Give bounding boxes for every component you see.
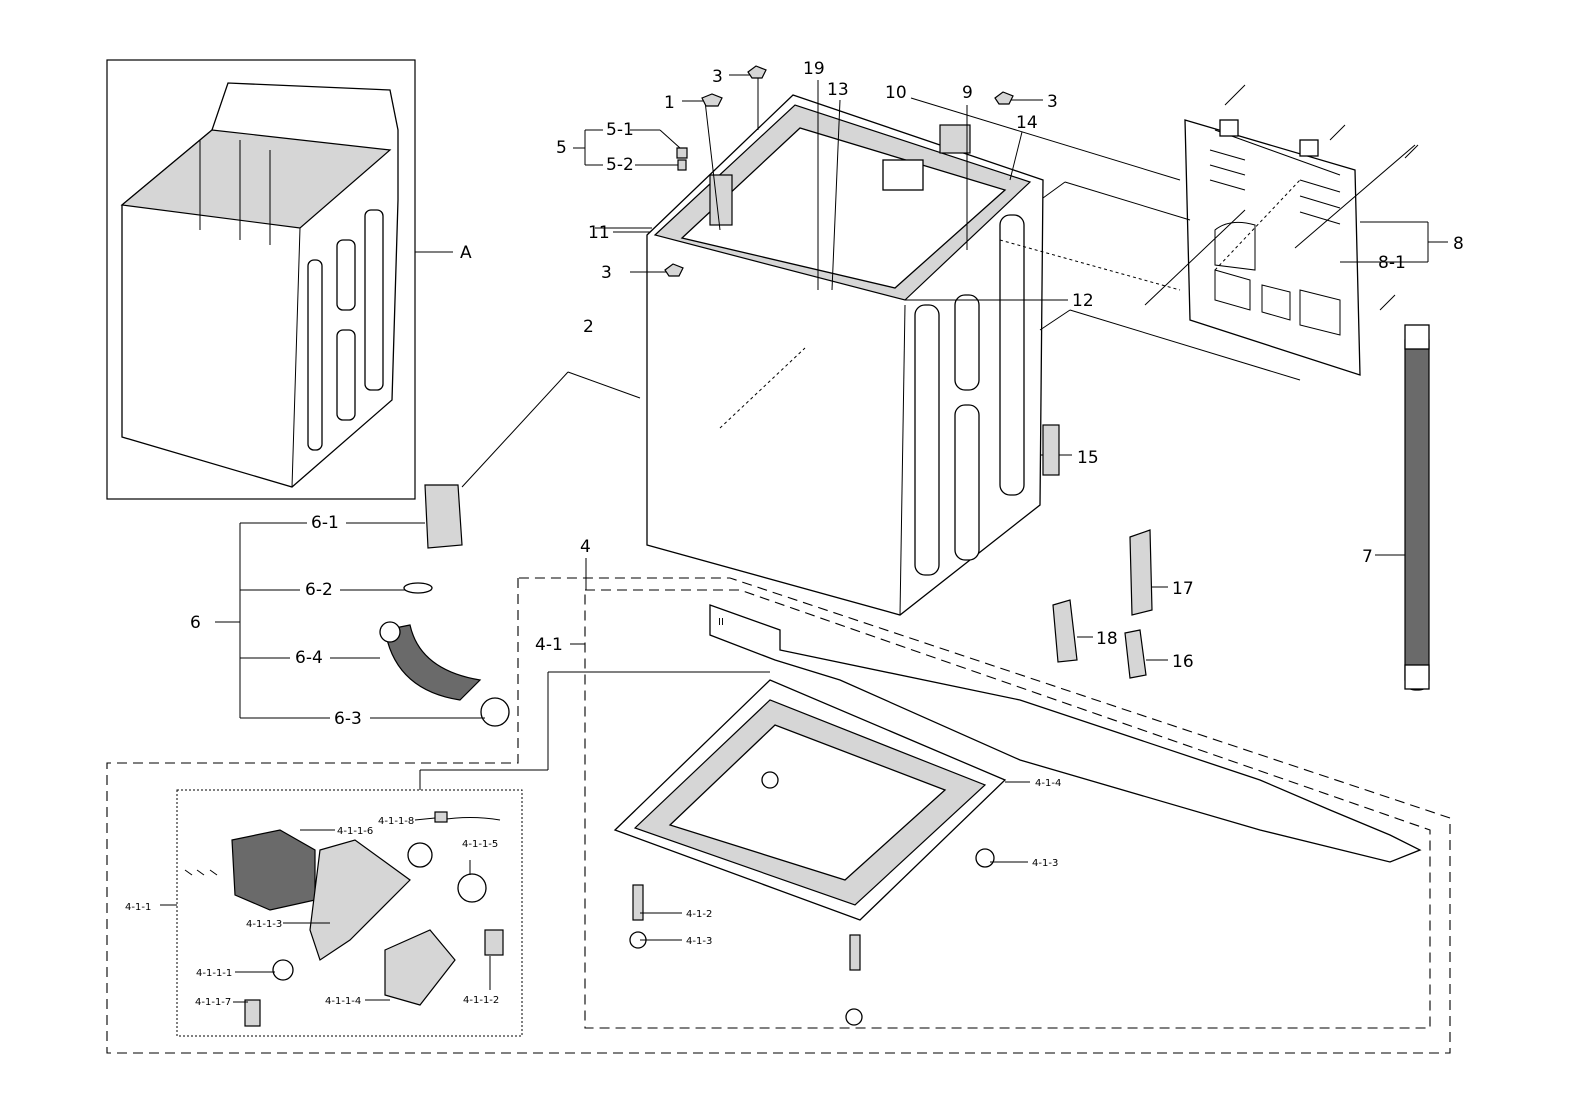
cabinet [595,94,1044,616]
label-4-1-1-1: 4-1-1-1 [196,968,232,979]
label-13: 13 [827,80,849,100]
label-4-1-1-7: 4-1-1-7 [195,997,231,1008]
small-parts [664,65,1419,311]
label-4-1-1: 4-1-1 [125,902,151,913]
label-4-1-1-4: 4-1-1-4 [325,996,361,1007]
label-a: A [460,243,472,263]
label-9: 9 [962,83,973,103]
label-6-1: 6-1 [311,513,339,533]
label-5: 5 [556,138,567,158]
label-4-1-3-right: 4-1-3 [1032,858,1058,869]
callout-labels: 1 2 3 3 3 4 4-1 4-1-1 4-1-1-1 4-1-1-2 4-… [125,59,1464,1008]
label-6-3: 6-3 [334,709,362,729]
base-group [106,558,1451,1054]
label-16: 16 [1172,652,1194,672]
label-4: 4 [580,537,591,557]
label-10: 10 [885,83,907,103]
label-4-1-1-3: 4-1-1-3 [246,919,282,930]
label-11: 11 [588,223,610,243]
label-6-2: 6-2 [305,580,333,600]
base-panel: II [709,604,1422,863]
label-3-top: 3 [712,67,723,87]
label-19: 19 [803,59,825,79]
label-3-right: 3 [1047,92,1058,112]
label-17: 17 [1172,579,1194,599]
label-8: 8 [1453,234,1464,254]
pump-assembly [184,811,504,1027]
label-5-1: 5-1 [606,120,634,140]
back-panel [1184,119,1448,376]
label-4-1-4: 4-1-4 [1035,778,1061,789]
label-6-4: 6-4 [295,648,323,668]
label-4-1-1-2: 4-1-1-2 [463,995,499,1006]
label-8-1: 8-1 [1378,253,1406,273]
label-7: 7 [1362,547,1373,567]
part-15 [1042,424,1060,476]
label-15: 15 [1077,448,1099,468]
label-4-1-3-left: 4-1-3 [686,936,712,947]
label-12: 12 [1072,291,1094,311]
label-3-left: 3 [601,263,612,283]
label-4-1-1-6: 4-1-1-6 [337,826,373,837]
inset-view-a: A [106,59,472,500]
label-4-1: 4-1 [535,635,563,655]
label-4-1-2: 4-1-2 [686,909,712,920]
label-4-1-1-5: 4-1-1-5 [462,839,498,850]
label-4-1-1-8: 4-1-1-8 [378,816,414,827]
felt-pads [1052,529,1168,679]
panel-mark: II [718,617,724,628]
hose-kit [215,484,510,727]
base-frame [613,679,1030,1026]
label-2: 2 [583,317,594,337]
label-14: 14 [1016,113,1038,133]
label-6: 6 [190,613,201,633]
label-1: 1 [664,93,675,113]
drain-hose [1375,324,1430,691]
label-18: 18 [1096,629,1118,649]
leader-lines [461,74,1416,488]
label-5-2: 5-2 [606,155,634,175]
